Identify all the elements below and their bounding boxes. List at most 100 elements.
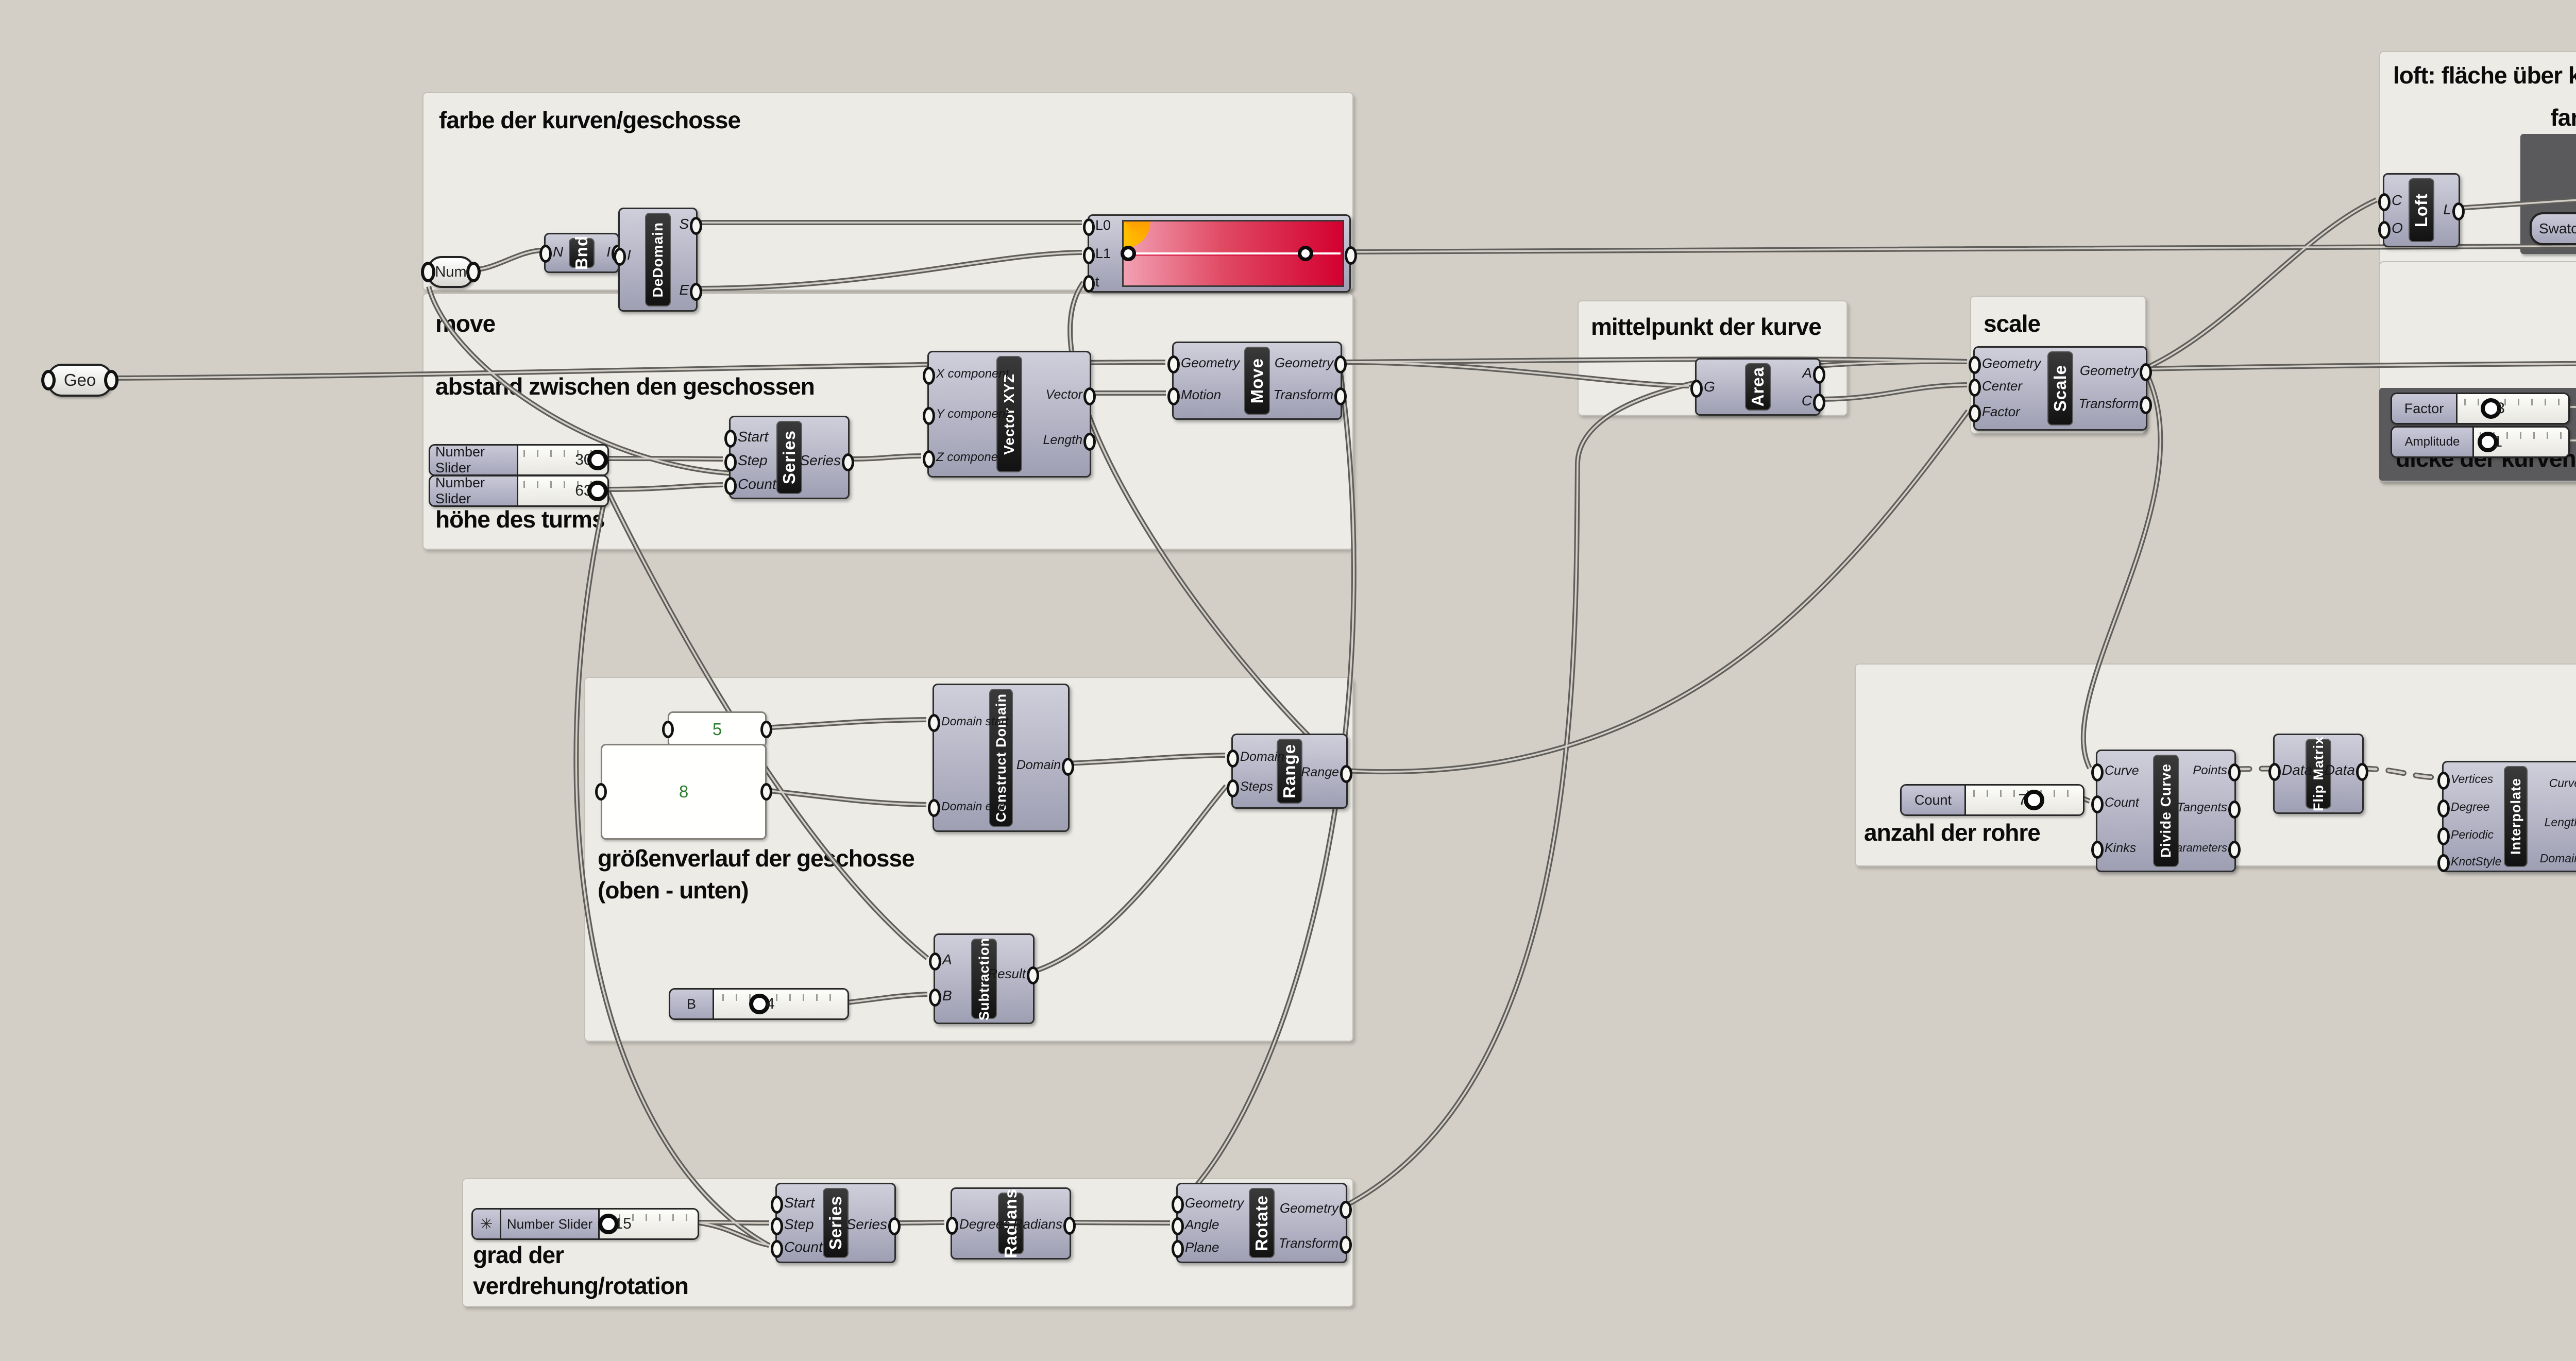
component-move[interactable]: Move Geometry Motion Geometry Transform [1167,342,1347,420]
output-geometry[interactable]: Geometry [1280,1198,1352,1219]
component-nameplate[interactable]: Loft [2409,178,2434,242]
slider-factor[interactable]: Factor 3 [2391,393,2570,424]
output-radians[interactable]: Radians [1013,1214,1076,1235]
param-num[interactable]: Num [421,256,481,288]
slider-expression-icon[interactable]: ✳ [473,1210,501,1238]
component-bounds[interactable]: Bnd N I [539,233,624,273]
input-geometry[interactable]: Geometry [1968,353,2041,374]
gradient-type-icon[interactable] [1124,222,1150,248]
component-area[interactable]: Area G A C [1690,358,1826,416]
slider-b[interactable]: B 4 [669,988,849,1020]
output-transform[interactable]: Transform [1273,384,1347,405]
output-c[interactable]: C [1802,390,1826,412]
output-e[interactable]: E [679,280,702,301]
input-steps[interactable]: Steps [1227,776,1273,797]
input-count[interactable]: Count [2091,792,2139,813]
component-scale[interactable]: Scale Geometry Center Factor Geometry Tr… [1968,346,2153,431]
input-l0[interactable]: L0 [1083,216,1127,236]
output-length[interactable]: Length [1043,430,1096,451]
input-domain[interactable]: Domain [1226,746,1284,768]
input-g[interactable]: G [1690,377,1715,398]
component-subtraction[interactable]: Subtraction A B Result [929,933,1039,1024]
output-result[interactable]: Result [988,963,1039,984]
component-series-2[interactable]: Series Start Step Count Series [770,1183,901,1263]
component-nameplate[interactable]: Area [1745,363,1771,411]
slider-track[interactable]: 3 [2458,394,2568,423]
slider-count-rohre[interactable]: Count 7 [1900,784,2084,816]
input-motion[interactable]: Motion [1167,384,1221,405]
component-flip-matrix[interactable]: Flip Matrix Data Data [2268,734,2369,814]
input-start[interactable]: Start [724,427,768,448]
component-nameplate[interactable]: Move [1244,347,1270,415]
input-data[interactable]: Data [2268,760,2312,781]
input-b[interactable]: B [929,985,952,1007]
slider-track[interactable]: 63 [518,477,608,505]
output-length[interactable]: Length [2545,812,2576,832]
output-curve[interactable]: Curve [2549,773,2576,793]
input-n[interactable]: N [539,242,563,263]
component-nameplate[interactable]: Construct Domain [989,689,1013,827]
output-geometry[interactable]: Geometry [1275,352,1347,373]
number-slider-rotation[interactable]: ✳ Number Slider 15 [471,1208,699,1240]
output-parameters[interactable]: Parameters [2168,838,2241,859]
output-points[interactable]: Points [2193,760,2241,781]
input-step[interactable]: Step [771,1214,814,1235]
output-domain[interactable]: Domain [1016,755,1075,776]
input-count[interactable]: Count [771,1237,823,1258]
input-c[interactable]: C [2378,190,2402,211]
component-nameplate[interactable]: Interpolate [2504,766,2528,867]
slider-track[interactable]: 30 [518,446,608,474]
slider-track[interactable]: 4 [714,990,848,1018]
gradient-field[interactable] [1120,220,1344,287]
output-transform[interactable]: Transform [1278,1233,1352,1254]
input-geometry[interactable]: Geometry [1167,352,1240,373]
input-center[interactable]: Center [1968,376,2022,397]
output-s[interactable]: S [679,214,702,235]
component-loft[interactable]: Loft C O L [2378,173,2465,247]
input-z-component[interactable]: Z component [922,447,1008,468]
input-angle[interactable]: Angle [1172,1214,1219,1235]
output-l[interactable]: L [2443,199,2465,220]
output-gradient[interactable] [1345,246,1357,265]
input-degree[interactable]: Degree [2437,796,2489,818]
slider-knob[interactable] [587,450,608,470]
output-tangents[interactable]: Tangents [2177,797,2241,819]
input-domain-end[interactable]: Domain end [927,796,1005,817]
slider-knob[interactable] [587,481,608,501]
component-nameplate[interactable]: Subtraction [971,938,997,1020]
slider-track[interactable]: 15 [598,1210,698,1238]
input-start[interactable]: Start [770,1193,815,1214]
component-nameplate[interactable]: Scale [2047,351,2073,426]
output-geometry[interactable]: Geometry [2080,360,2153,381]
component-nameplate[interactable]: Radians [998,1188,1024,1258]
component-divide-curve[interactable]: Divide Curve Curve Count Kinks Points Ta… [2091,750,2241,872]
slider-knob[interactable] [2478,432,2499,452]
output-domain[interactable]: Domain [2540,848,2576,869]
input-geometry[interactable]: Geometry [1171,1193,1244,1214]
input-l1[interactable]: L1 [1083,244,1127,264]
input-o[interactable]: O [2378,218,2403,239]
component-range[interactable]: Range Domain Steps Range [1226,734,1352,809]
component-gradient[interactable]: L0 L1 t [1083,214,1357,293]
slider-track[interactable]: 1 [2474,428,2568,456]
component-nameplate[interactable]: Divide Curve [2153,755,2179,867]
component-construct-domain[interactable]: Construct Domain Domain start Domain end… [927,684,1075,832]
component-nameplate[interactable]: DeDomain [645,213,671,307]
component-interpolate[interactable]: Interpolate Vertices Degree Periodic Kno… [2437,761,2576,872]
input-knotstyle[interactable]: KnotStyle [2437,851,2501,872]
swatch-flaeche[interactable]: Swatch [2530,212,2576,245]
slider-knob[interactable] [2480,398,2501,419]
panel-5[interactable]: 5 [662,711,772,747]
input-vertices[interactable]: Vertices [2437,769,2493,790]
input-step[interactable]: Step [724,450,768,471]
input-factor[interactable]: Factor [1969,401,2020,422]
input-domain-start[interactable]: Domain start [927,711,1008,732]
output-range[interactable]: Range [1301,762,1352,783]
input-curve[interactable]: Curve [2091,760,2139,781]
input-plane[interactable]: Plane [1172,1237,1219,1258]
number-slider-step[interactable]: Number Slider 30 [429,444,609,476]
component-series-1[interactable]: Series Start Step Count Series [724,416,855,499]
number-slider-count[interactable]: Number Slider 63 [429,475,609,507]
component-vector-xyz[interactable]: Vector XYZ X component Y component Z com… [922,351,1096,478]
gradient-grip-start[interactable] [1120,246,1136,261]
